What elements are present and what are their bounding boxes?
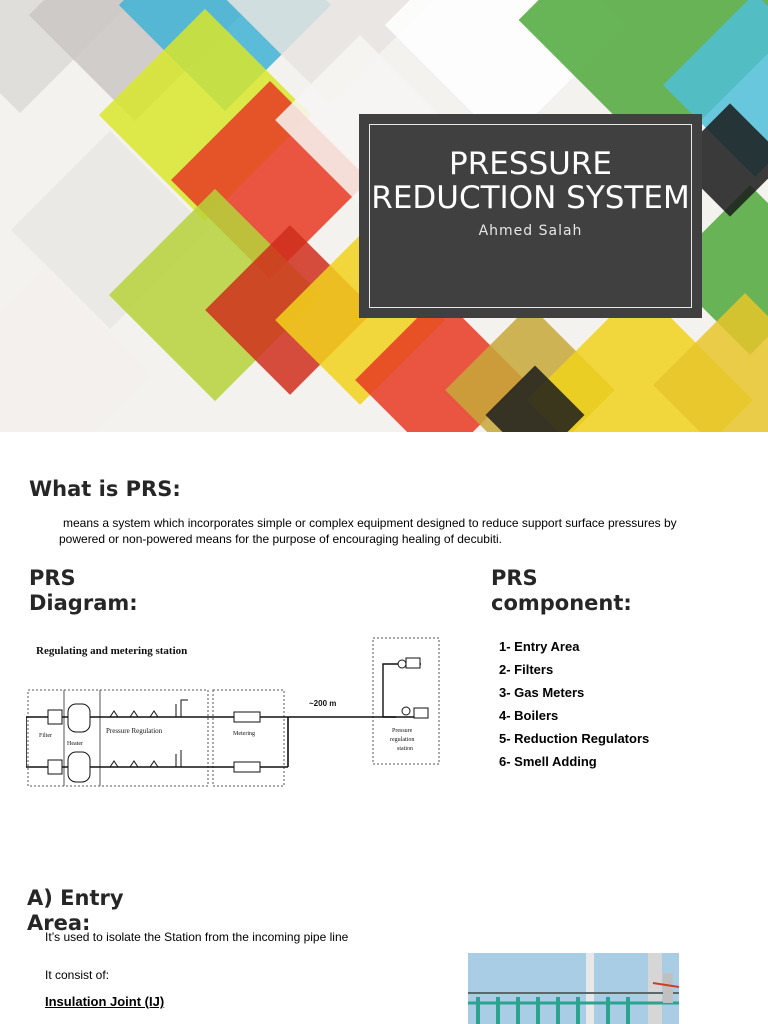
diagram-label-regulation: Pressure Regulation — [106, 727, 163, 735]
prs-definition: means a system which incorporates simple… — [59, 516, 677, 546]
diagram-label-heater: Heater — [67, 741, 83, 747]
diagram-label-metering: Metering — [233, 731, 255, 737]
component-item: 5- Reduction Regulators — [499, 731, 650, 746]
diagram-distance: ~200 m — [309, 699, 336, 708]
content-slide: What is PRS: means a system which incorp… — [0, 432, 768, 1024]
component-item: 6- Smell Adding — [499, 754, 597, 769]
presentation-title: PRESSURE REDUCTION SYSTEM — [371, 146, 690, 216]
component-list: 1- Entry Area 2- Filters 3- Gas Meters 4… — [499, 639, 679, 777]
prs-component-heading: PRS component: — [491, 566, 632, 615]
diagram-label-filter: Filter — [39, 733, 52, 739]
diagram-title: Regulating and metering station — [36, 645, 187, 657]
what-is-prs-heading: What is PRS: — [29, 477, 181, 501]
entry-area-photo — [468, 953, 679, 1024]
prs-diagram-heading: PRS Diagram: — [29, 566, 138, 615]
title-slide: PRESSURE REDUCTION SYSTEM Ahmed Salah — [0, 0, 768, 432]
entry-area-heading: A) Entry Area: — [27, 886, 124, 935]
component-item: 2- Filters — [499, 662, 554, 677]
component-item: 1- Entry Area — [499, 639, 580, 654]
title-box: PRESSURE REDUCTION SYSTEM Ahmed Salah — [359, 114, 702, 318]
prs-diagram: Regulating and metering station ~200 m F… — [26, 637, 440, 787]
component-item: 4- Boilers — [499, 708, 559, 723]
entry-area-consist: It consist of: — [45, 968, 110, 982]
component-item: 3- Gas Meters — [499, 685, 585, 700]
title-frame: PRESSURE REDUCTION SYSTEM Ahmed Salah — [369, 124, 692, 308]
presentation-author: Ahmed Salah — [478, 223, 583, 239]
insulation-joint-label: Insulation Joint (IJ) — [45, 994, 165, 1009]
entry-area-description: It’s used to isolate the Station from th… — [45, 930, 349, 944]
